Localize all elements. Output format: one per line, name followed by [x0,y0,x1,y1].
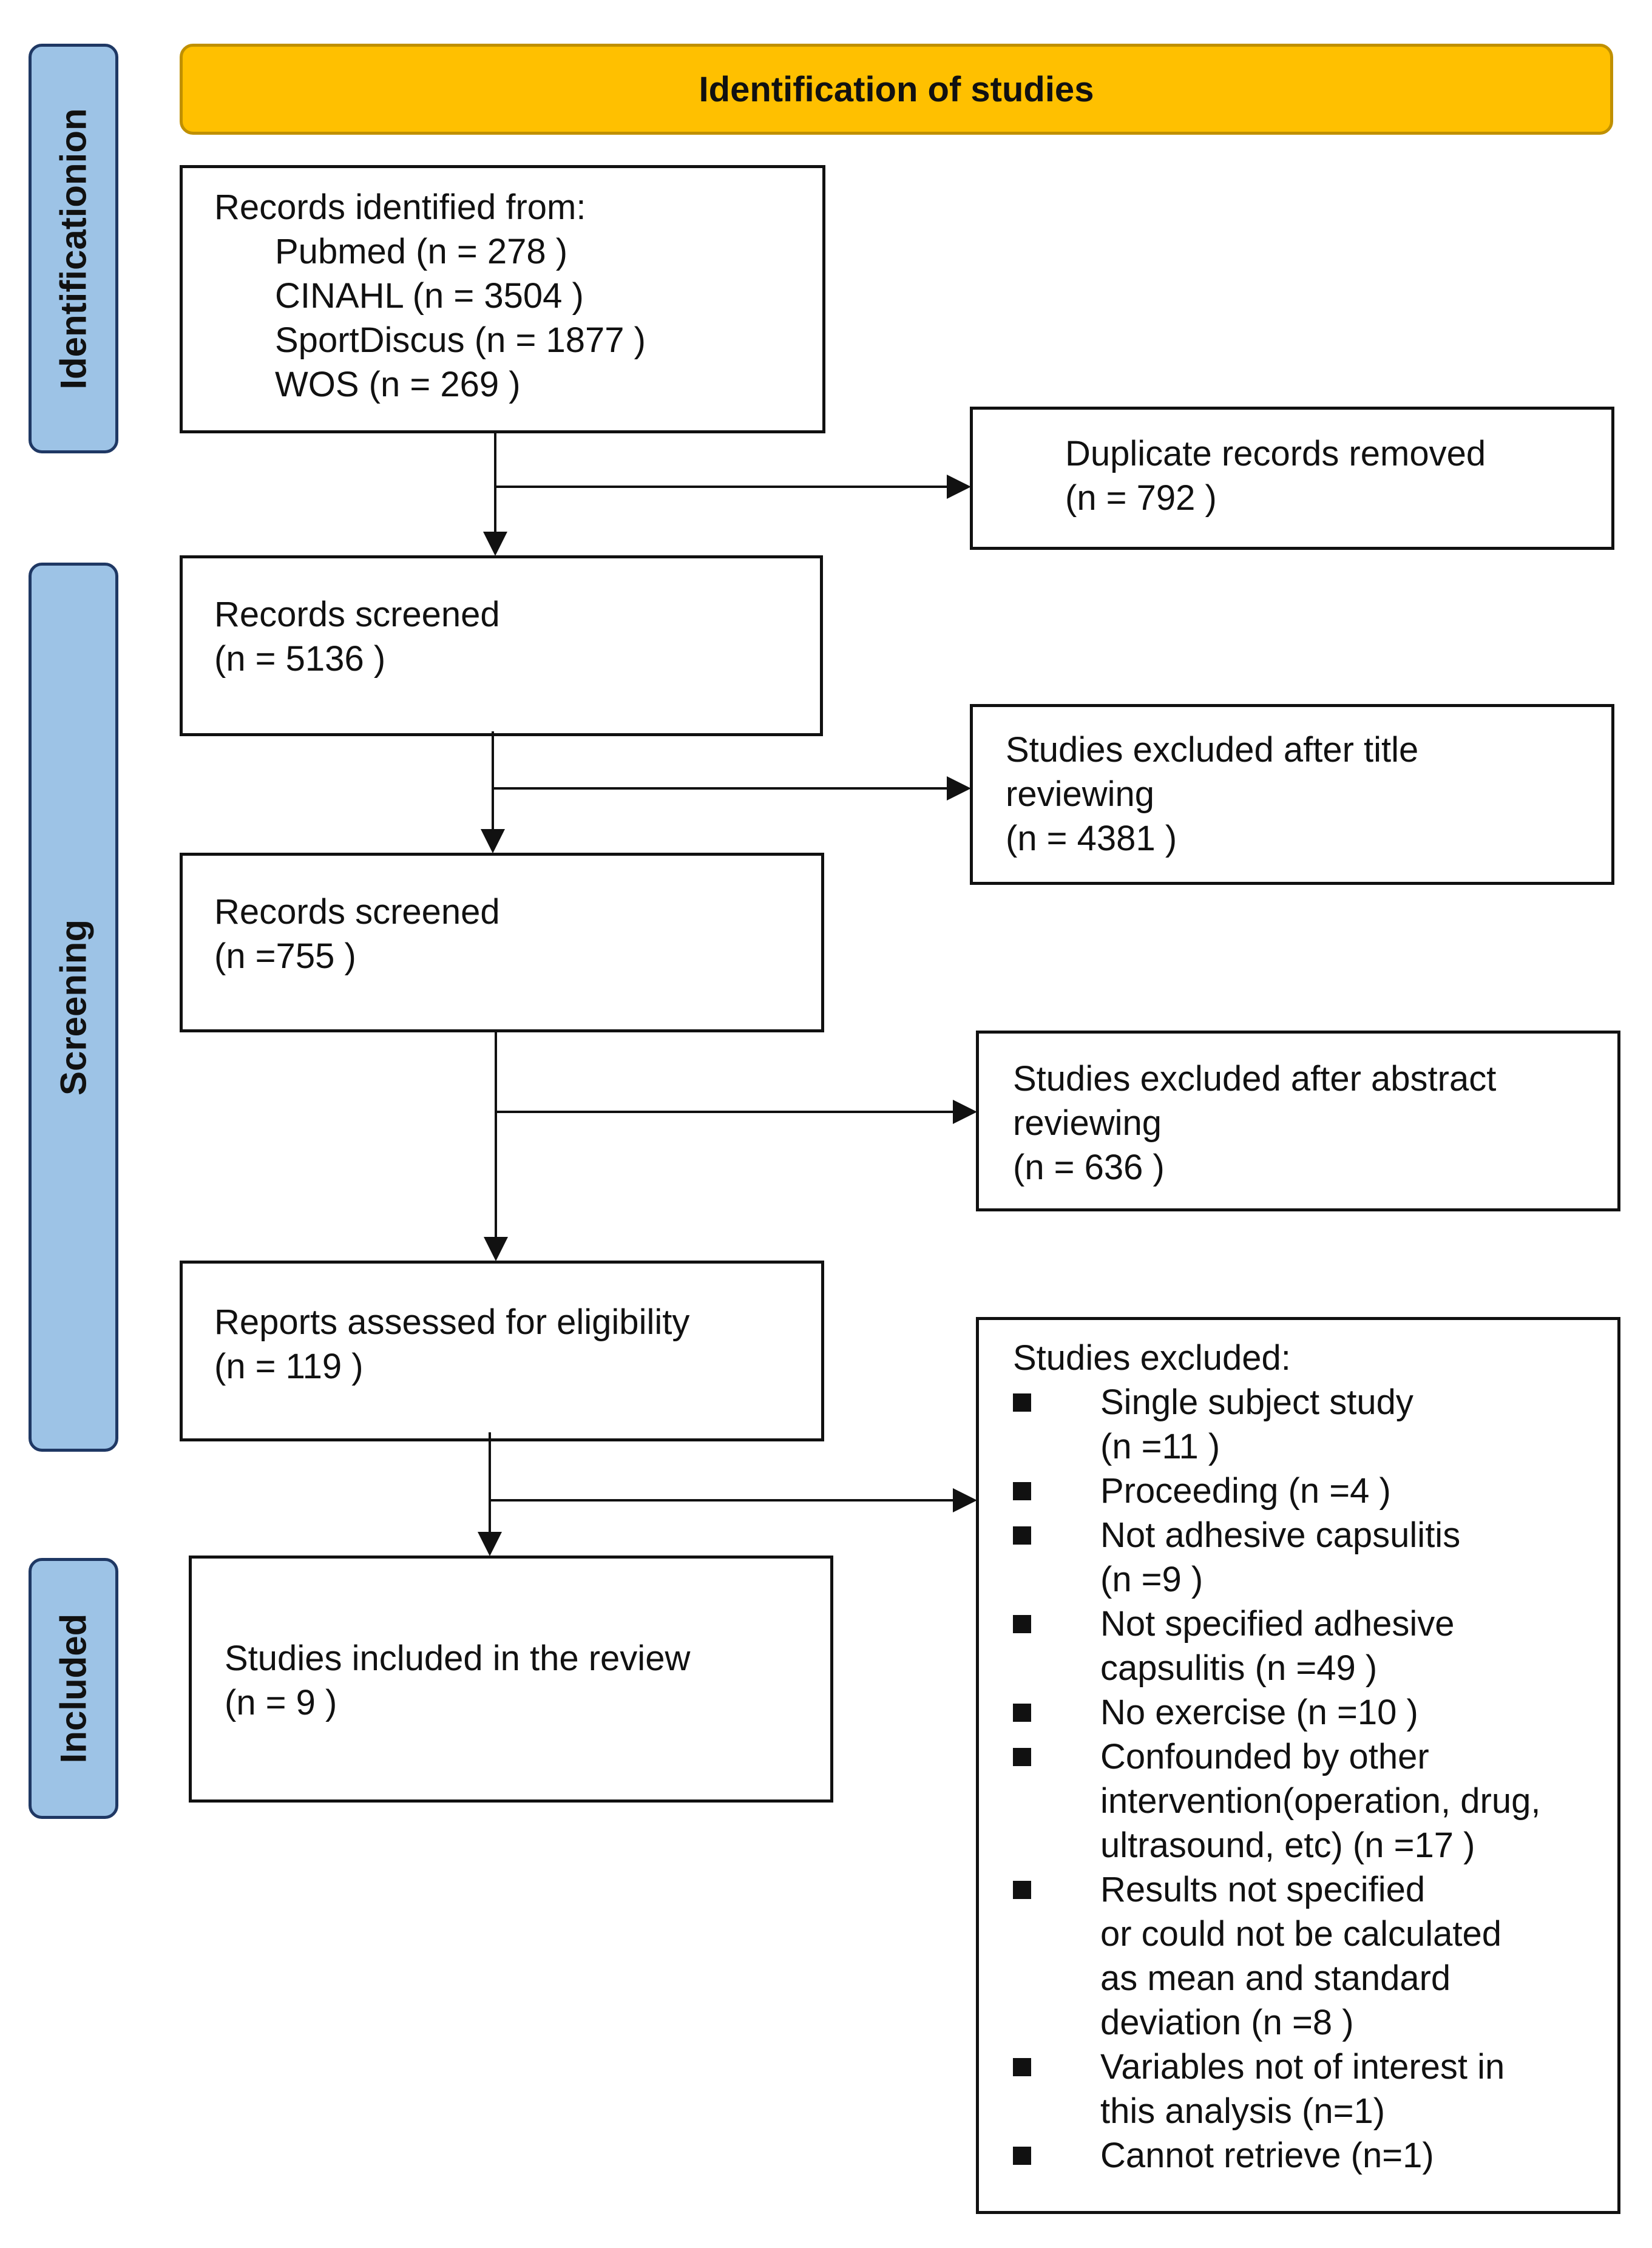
identification-banner: Identification of studies [180,44,1613,135]
excluded-abstract-box: Studies excluded after abstract reviewin… [976,1031,1620,1211]
square-bullet-icon [1013,1526,1031,1545]
duplicates-count: (n = 792 ) [1065,478,1217,518]
records-identified-box: Records identified from: Pubmed (n = 278… [180,165,825,433]
records-screened-box-1: Records screened (n = 5136 ) [180,555,823,736]
source-cinahl: CINAHL (n = 3504 ) [275,276,584,316]
records-screened-2-label: Records screened [214,892,500,932]
excluded-reason-text: No exercise (n =10 ) [1100,1693,1418,1732]
square-bullet-icon [1013,1704,1031,1722]
source-sportdiscus: SportDiscus (n = 1877 ) [275,320,646,360]
excluded-reason-text: Results not specified or could not be ca… [1100,1870,1501,2042]
excluded-title-label-1: Studies excluded after title [1006,730,1419,770]
eligibility-box: Reports assessed for eligibility (n = 11… [180,1261,824,1441]
records-screened-box-2: Records screened (n =755 ) [180,853,824,1032]
duplicates-removed-box: Duplicate records removed (n = 792 ) [970,407,1614,550]
studies-excluded-heading: Studies excluded: [1013,1338,1291,1378]
excluded-title-box: Studies excluded after title reviewing (… [970,704,1614,885]
phase-identification-label: Identificationion [53,107,94,390]
excluded-reason-text: Single subject study (n =11 ) [1100,1383,1413,1466]
excluded-reason-text: Confounded by other intervention(operati… [1100,1737,1541,1865]
phase-included: Included [29,1558,118,1819]
excluded-reason-item: Variables not of interest in this analys… [1013,2045,1617,2133]
excluded-abstract-label-1: Studies excluded after abstract [1013,1059,1497,1099]
phase-included-label: Included [53,1613,94,1764]
excluded-reason-item: Results not specified or could not be ca… [1013,1867,1617,2045]
included-studies-count: (n = 9 ) [225,1683,337,1722]
square-bullet-icon [1013,2147,1031,2165]
square-bullet-icon [1013,1881,1031,1899]
excluded-reason-text: Proceeding (n =4 ) [1100,1471,1391,1511]
square-bullet-icon [1013,2058,1031,2076]
included-studies-box: Studies included in the review (n = 9 ) [189,1556,833,1803]
square-bullet-icon [1013,1393,1031,1412]
eligibility-count: (n = 119 ) [214,1347,364,1386]
excluded-reason-text: Not specified adhesive capsulitis (n =49… [1100,1604,1455,1688]
square-bullet-icon [1013,1482,1031,1500]
excluded-reason-item: Proceeding (n =4 ) [1013,1469,1617,1513]
eligibility-label: Reports assessed for eligibility [214,1302,690,1342]
included-studies-label: Studies included in the review [225,1639,691,1678]
duplicates-label: Duplicate records removed [1065,434,1486,473]
excluded-reason-text: Not adhesive capsulitis (n =9 ) [1100,1515,1461,1599]
excluded-abstract-count: (n = 636 ) [1013,1148,1165,1187]
records-screened-1-count: (n = 5136 ) [214,639,386,679]
excluded-reason-item: Confounded by other intervention(operati… [1013,1735,1617,1867]
records-screened-1-label: Records screened [214,595,500,634]
excluded-reason-item: Not adhesive capsulitis (n =9 ) [1013,1513,1617,1602]
source-wos: WOS (n = 269 ) [275,365,521,404]
records-screened-2-count: (n =755 ) [214,936,356,976]
records-identified-heading: Records identified from: [214,188,586,227]
phase-identification: Identificationion [29,44,118,453]
square-bullet-icon [1013,1615,1031,1633]
excluded-reason-item: Not specified adhesive capsulitis (n =49… [1013,1602,1617,1690]
source-pubmed: Pubmed (n = 278 ) [275,232,568,271]
phase-screening-label: Screening [53,919,94,1095]
excluded-reason-item: Single subject study (n =11 ) [1013,1380,1617,1469]
excluded-reason-item: Cannot retrieve (n=1) [1013,2133,1617,2178]
excluded-reason-text: Cannot retrieve (n=1) [1100,2136,1434,2175]
excluded-title-label-2: reviewing [1006,774,1154,814]
excluded-reason-text: Variables not of interest in this analys… [1100,2047,1505,2131]
excluded-reason-item: No exercise (n =10 ) [1013,1690,1617,1735]
studies-excluded-list: Single subject study (n =11 ) Proceeding… [1013,1380,1617,2178]
excluded-title-count: (n = 4381 ) [1006,819,1177,858]
excluded-abstract-label-2: reviewing [1013,1103,1162,1143]
studies-excluded-box: Studies excluded: Single subject study (… [976,1317,1620,2214]
square-bullet-icon [1013,1748,1031,1766]
phase-screening: Screening [29,563,118,1452]
